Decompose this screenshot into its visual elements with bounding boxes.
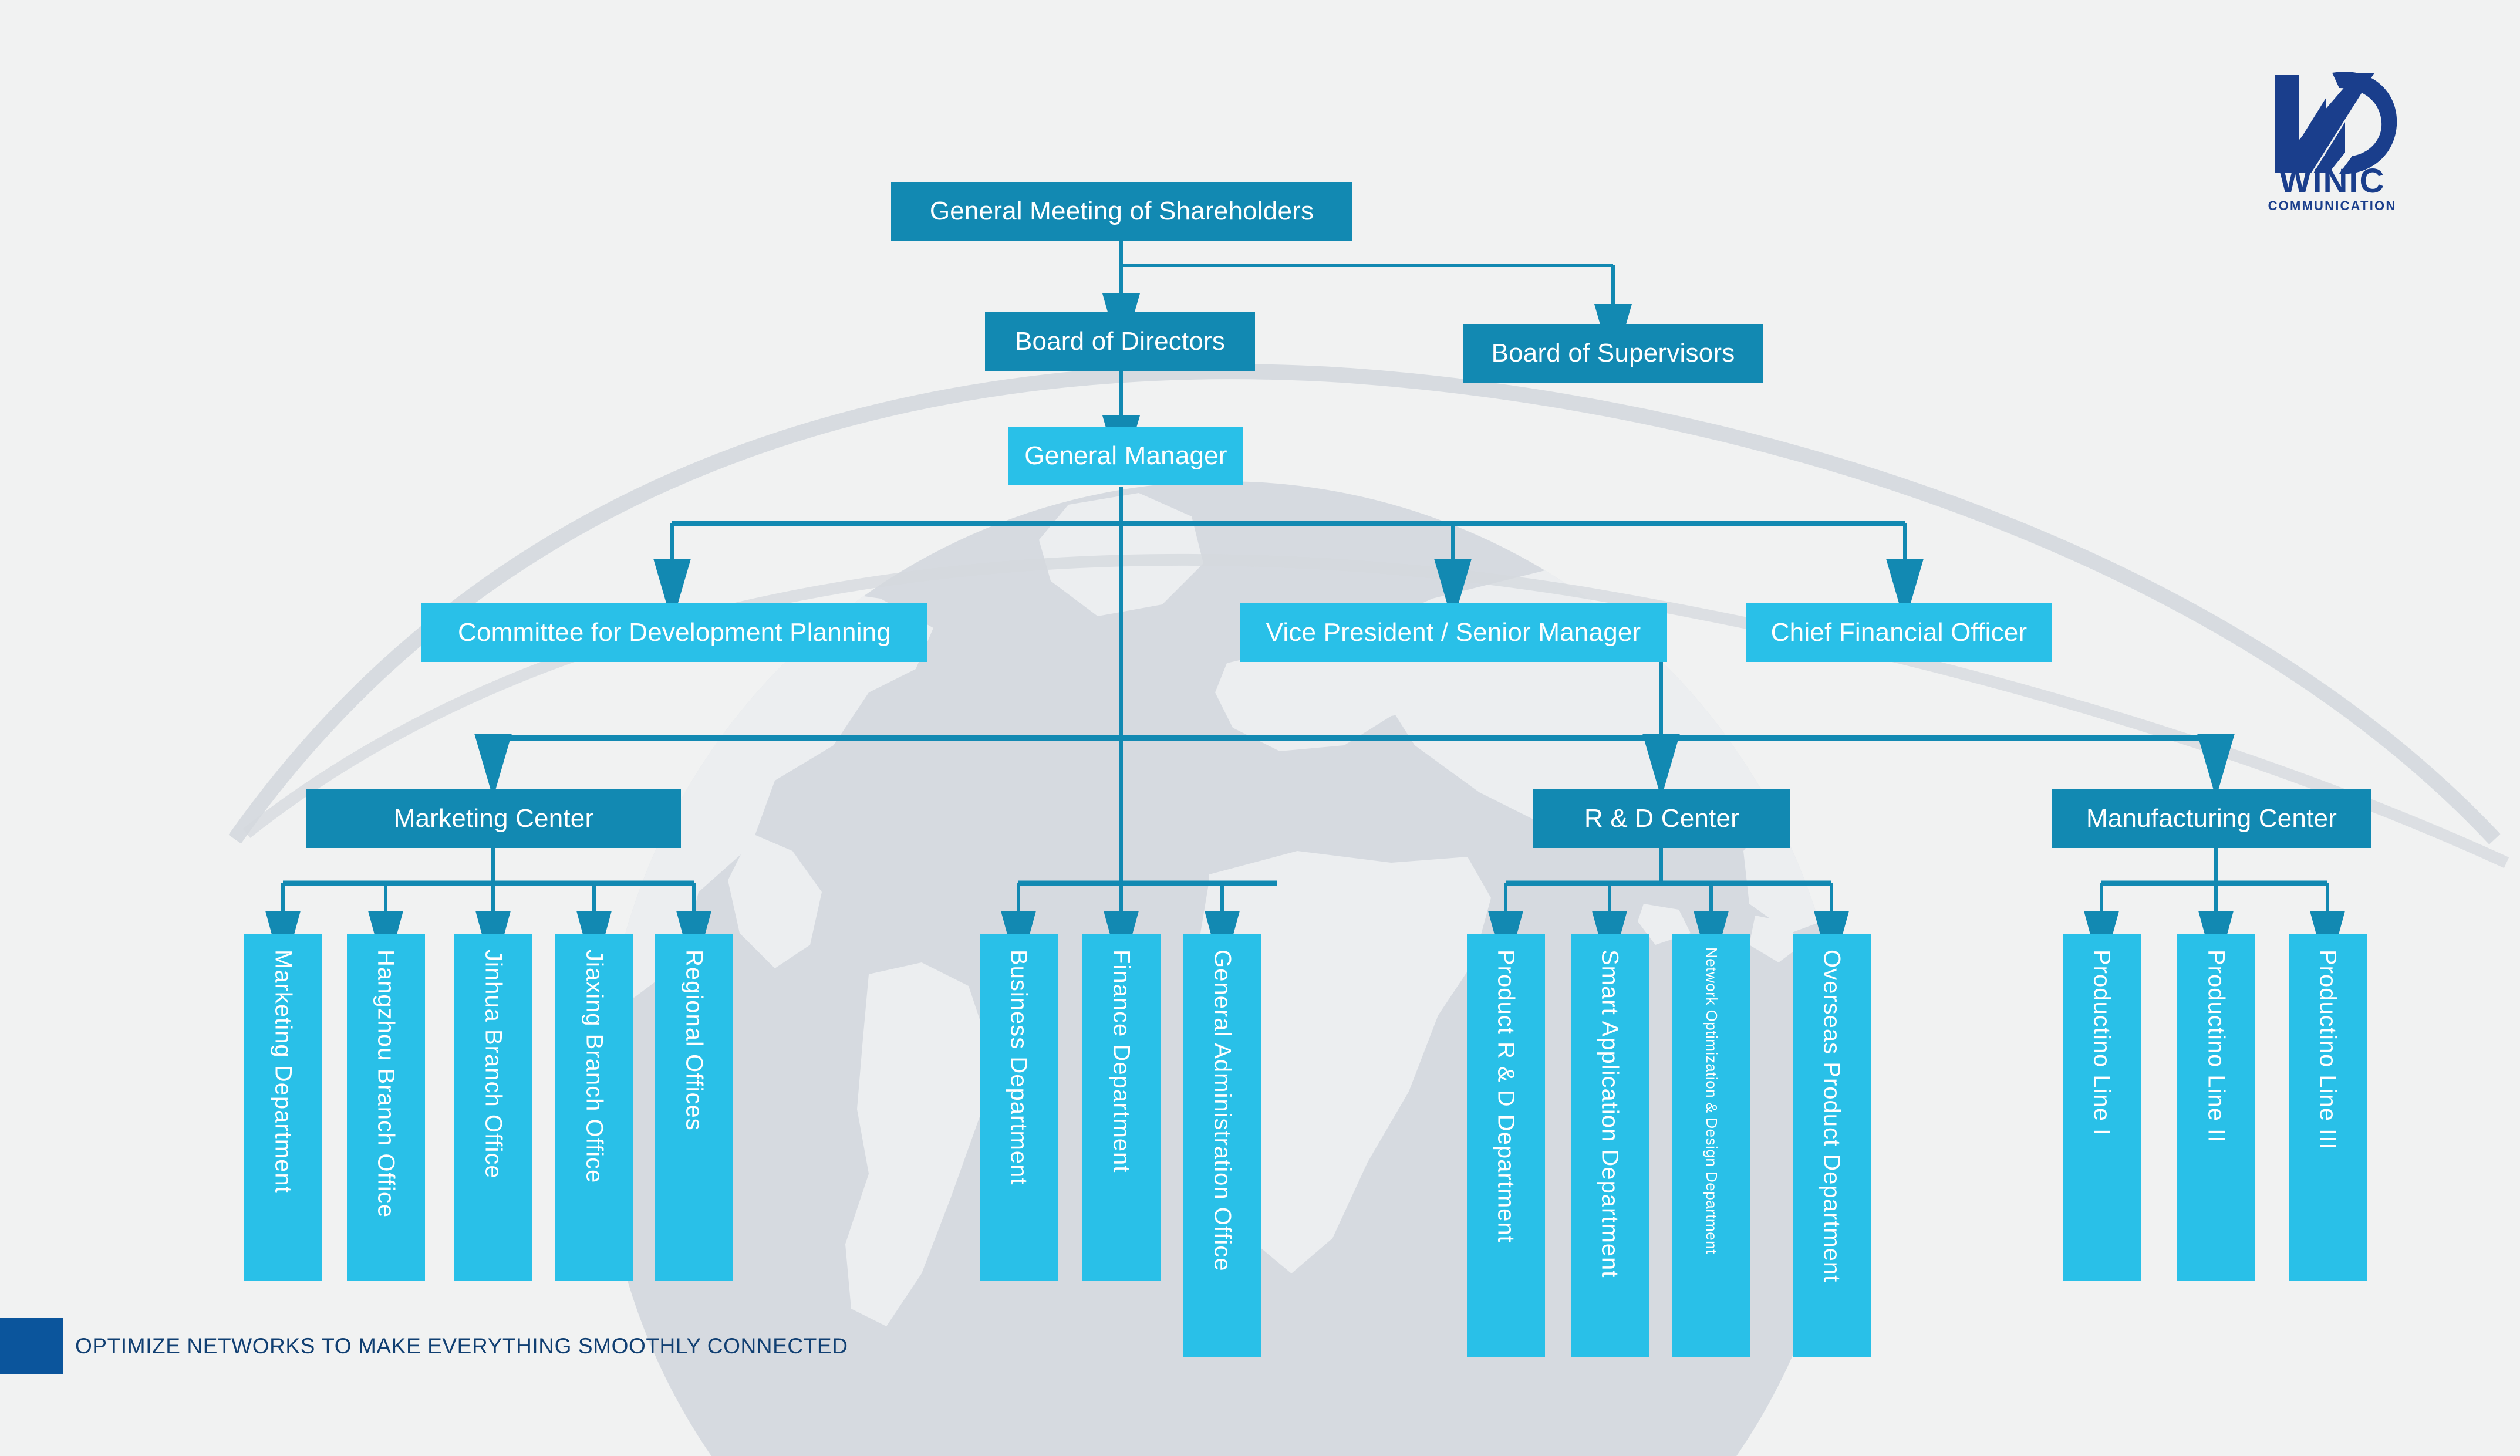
arrow-to-cfo	[1886, 559, 1924, 623]
node-network-optimization-design-department[interactable]: Network Optimization & Design Department	[1672, 934, 1750, 1357]
node-manufacturing-center[interactable]: Manufacturing Center	[2052, 789, 2371, 848]
node-label: Hangzhou Branch Office	[373, 950, 399, 1218]
node-label: Vice President / Senior Manager	[1266, 617, 1641, 647]
node-productino-line-ii[interactable]: Productino Line II	[2177, 934, 2255, 1281]
brand-name: WINIC	[2279, 162, 2386, 200]
node-label: General Meeting of Shareholders	[929, 196, 1314, 225]
node-vice-president-senior-manager[interactable]: Vice President / Senior Manager	[1240, 603, 1667, 662]
arrow-to-rd-center	[1642, 734, 1680, 798]
node-marketing-center[interactable]: Marketing Center	[306, 789, 681, 848]
node-label: Board of Directors	[1014, 326, 1226, 356]
node-label: Productino Line I	[2089, 950, 2115, 1136]
node-productino-line-i[interactable]: Productino Line I	[2063, 934, 2141, 1281]
node-label: General Manager	[1024, 441, 1227, 470]
node-label: General Administration Office	[1209, 950, 1236, 1272]
node-label: Smart Application Department	[1597, 950, 1623, 1278]
node-rd-center[interactable]: R & D Center	[1533, 789, 1790, 848]
arrow-to-mfg-center	[2197, 734, 2235, 798]
node-general-administration-office[interactable]: General Administration Office	[1183, 934, 1261, 1357]
node-label: Business Department	[1006, 950, 1032, 1185]
node-label: Network Optimization & Design Department	[1703, 947, 1721, 1254]
node-marketing-department[interactable]: Marketing Department	[244, 934, 322, 1281]
node-label: Marketing Center	[393, 803, 594, 833]
globe-orbit-arc-icon	[228, 364, 2501, 844]
node-label: Productino Line III	[2315, 950, 2341, 1150]
node-board-of-directors[interactable]: Board of Directors	[985, 312, 1255, 371]
node-finance-department[interactable]: Finance Department	[1082, 934, 1161, 1281]
node-label: R & D Center	[1584, 803, 1740, 833]
node-label: Board of Supervisors	[1491, 338, 1735, 367]
node-jiaxing-branch-office[interactable]: Jiaxing Branch Office	[555, 934, 633, 1281]
node-smart-application-department[interactable]: Smart Application Department	[1571, 934, 1649, 1357]
node-business-department[interactable]: Business Department	[980, 934, 1058, 1281]
node-hangzhou-branch-office[interactable]: Hangzhou Branch Office	[347, 934, 425, 1281]
arrow-to-vp	[1434, 559, 1472, 623]
node-label: Productino Line II	[2203, 950, 2229, 1143]
node-jinhua-branch-office[interactable]: Jinhua Branch Office	[454, 934, 532, 1281]
footer-tagline: OPTIMIZE NETWORKS TO MAKE EVERYTHING SMO…	[75, 1334, 848, 1358]
winic-logo-mark-icon	[2275, 72, 2397, 174]
node-general-manager[interactable]: General Manager	[1008, 427, 1243, 485]
node-label: Jinhua Branch Office	[480, 950, 507, 1179]
arrow-to-mkt-center	[474, 734, 512, 798]
node-label: Product R & D Department	[1493, 950, 1519, 1243]
brand-subtitle: COMMUNICATION	[2268, 198, 2397, 213]
node-general-meeting-of-shareholders[interactable]: General Meeting of Shareholders	[891, 182, 1352, 241]
arrow-to-cdp	[653, 559, 691, 623]
node-chief-financial-officer[interactable]: Chief Financial Officer	[1746, 603, 2052, 662]
node-label: Regional Offices	[681, 950, 707, 1131]
node-overseas-product-department[interactable]: Overseas Product Department	[1793, 934, 1871, 1357]
node-label: Overseas Product Department	[1819, 950, 1845, 1283]
node-label: Finance Department	[1108, 950, 1135, 1173]
node-product-rd-department[interactable]: Product R & D Department	[1467, 934, 1545, 1357]
node-label: Chief Financial Officer	[1770, 617, 2028, 647]
node-label: Manufacturing Center	[2086, 803, 2337, 833]
node-regional-offices[interactable]: Regional Offices	[655, 934, 733, 1281]
node-label: Jiaxing Branch Office	[581, 950, 608, 1184]
node-productino-line-iii[interactable]: Productino Line III	[2289, 934, 2367, 1281]
node-label: Marketing Department	[270, 950, 296, 1194]
footer-accent-block	[0, 1318, 63, 1374]
node-committee-for-development-planning[interactable]: Committee for Development Planning	[421, 603, 927, 662]
node-board-of-supervisors[interactable]: Board of Supervisors	[1463, 324, 1763, 383]
node-label: Committee for Development Planning	[457, 617, 892, 647]
